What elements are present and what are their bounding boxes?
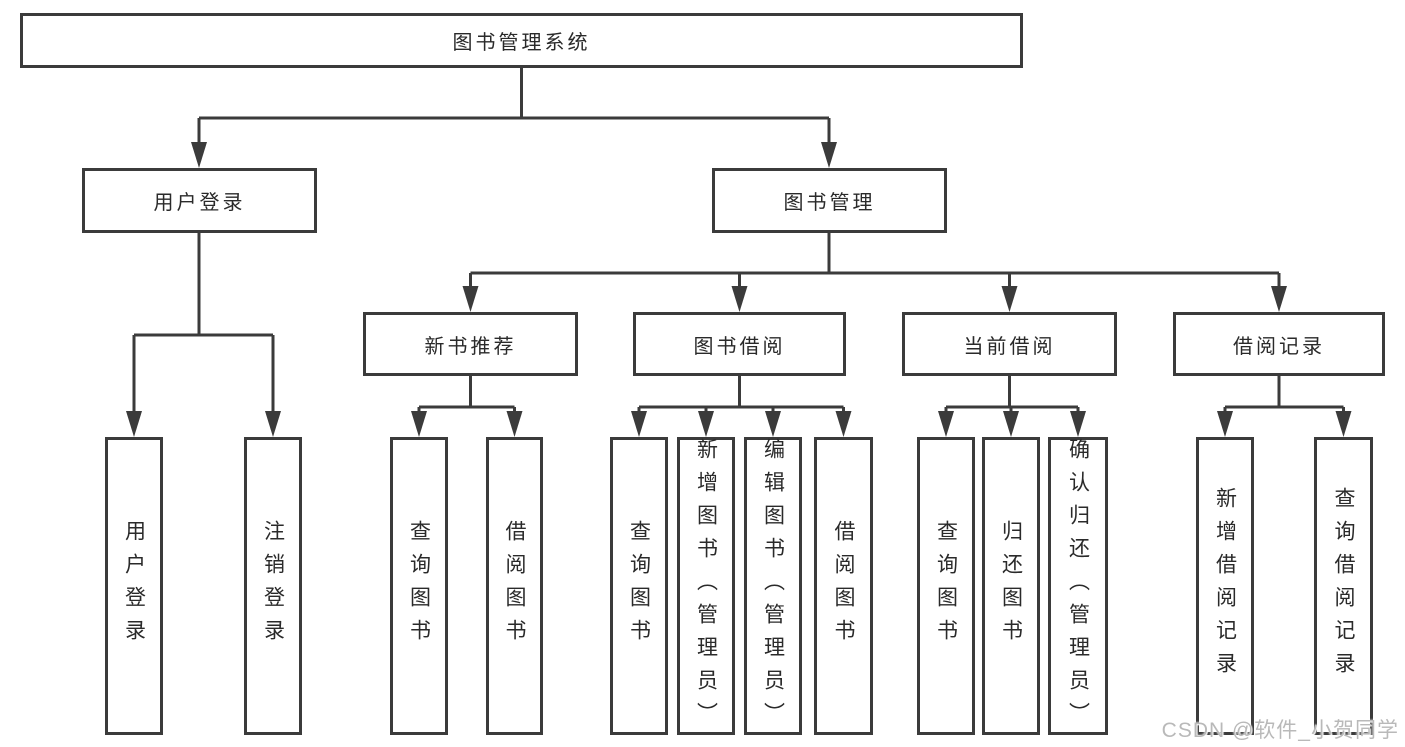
leaf-query-borrow-record: 查询借阅记录: [1314, 437, 1373, 735]
leaf-query-books-current: 查询图书: [917, 437, 975, 735]
node-borrow-records: 借阅记录: [1173, 312, 1385, 376]
leaf-label: 注销登录: [261, 520, 285, 652]
node-book-borrow: 图书借阅: [633, 312, 846, 376]
leaf-label: 归还图书: [999, 520, 1023, 652]
node-root-library-system: 图书管理系统: [20, 13, 1023, 68]
leaf-return-books: 归还图书: [982, 437, 1040, 735]
node-label: 当前借阅: [963, 335, 1056, 358]
node-label: 用户登录: [153, 192, 246, 214]
node-label: 图书管理系统: [452, 32, 591, 54]
leaf-label: 确认归还（管理员）: [1066, 437, 1090, 735]
leaf-label: 借阅图书: [832, 520, 855, 652]
node-book-management: 图书管理: [712, 168, 947, 233]
leaf-label: 查询图书: [627, 520, 651, 652]
leaf-label: 查询借阅记录: [1332, 487, 1355, 685]
csdn-watermark: CSDN @软件_小贺同学: [1161, 719, 1399, 742]
leaf-label: 用户登录: [122, 520, 146, 652]
leaf-label: 借阅图书: [503, 520, 526, 652]
connector-root-to-level2: [191, 68, 837, 168]
connector-book-borrow-children: [631, 376, 852, 437]
connector-borrow-records-children: [1217, 376, 1352, 437]
leaf-user-login: 用户登录: [105, 437, 163, 735]
leaf-logout-login: 注销登录: [244, 437, 302, 735]
node-label: 图书管理: [783, 192, 876, 214]
leaf-label: 编辑图书（管理员）: [761, 437, 785, 735]
leaf-query-books-borrow: 查询图书: [610, 437, 668, 735]
node-current-borrow: 当前借阅: [902, 312, 1117, 376]
leaf-label: 新增图书（管理员）: [694, 437, 718, 735]
connector-book-management-children: [462, 233, 1287, 312]
connector-new-book-recommend-children: [411, 376, 523, 437]
node-new-book-recommend: 新书推荐: [363, 312, 578, 376]
leaf-borrow-books-borrow: 借阅图书: [814, 437, 873, 735]
node-label: 图书借阅: [693, 335, 786, 358]
node-label: 新书推荐: [424, 335, 517, 358]
leaf-add-borrow-record: 新增借阅记录: [1196, 437, 1254, 735]
connector-user-login-children: [126, 233, 281, 437]
leaf-label: 查询图书: [934, 520, 958, 652]
leaf-borrow-books-recommend: 借阅图书: [486, 437, 543, 735]
leaf-confirm-return-admin: 确认归还（管理员）: [1048, 437, 1108, 735]
leaf-label: 新增借阅记录: [1213, 487, 1237, 685]
node-label: 借阅记录: [1233, 335, 1325, 358]
leaf-add-books-admin: 新增图书（管理员）: [677, 437, 735, 735]
connector-current-borrow-children: [938, 376, 1086, 437]
leaf-query-books-recommend: 查询图书: [390, 437, 448, 735]
leaf-label: 查询图书: [407, 520, 431, 652]
node-user-login: 用户登录: [82, 168, 317, 233]
leaf-edit-books-admin: 编辑图书（管理员）: [744, 437, 802, 735]
